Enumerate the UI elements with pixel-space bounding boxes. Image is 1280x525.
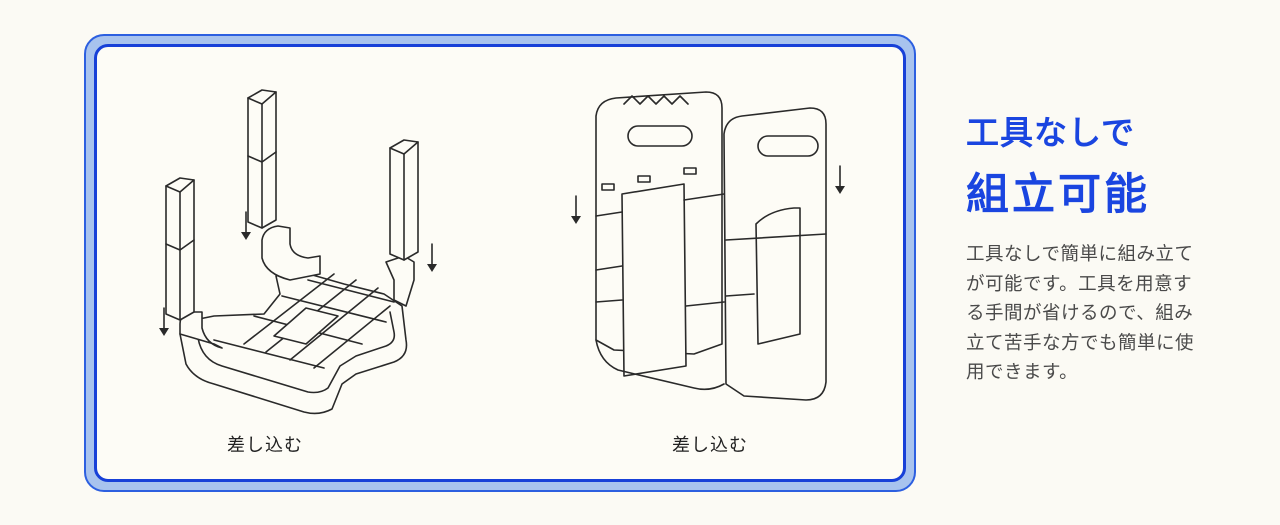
- caption-insert-right: 差し込む: [672, 435, 748, 456]
- insert-arrows-right: [571, 165, 845, 224]
- post-back-drawing: [247, 89, 277, 229]
- base-tray-drawing: [179, 225, 415, 415]
- assembly-illustration: [159, 89, 845, 415]
- feature-description: 工具なしで簡単に組み立てが可能です。工具を用意する手間が省けるので、組み立て苦手…: [966, 244, 1195, 383]
- insert-arrows-left: [159, 211, 437, 336]
- post-right-drawing: [389, 139, 419, 261]
- assembled-stand-drawing: [595, 91, 827, 401]
- post-left-drawing: [165, 177, 195, 321]
- caption-insert-left: 差し込む: [227, 435, 303, 456]
- headline-assembly-possible: 組立可能: [966, 170, 1150, 220]
- headline-tool-free: 工具なしで: [966, 113, 1136, 152]
